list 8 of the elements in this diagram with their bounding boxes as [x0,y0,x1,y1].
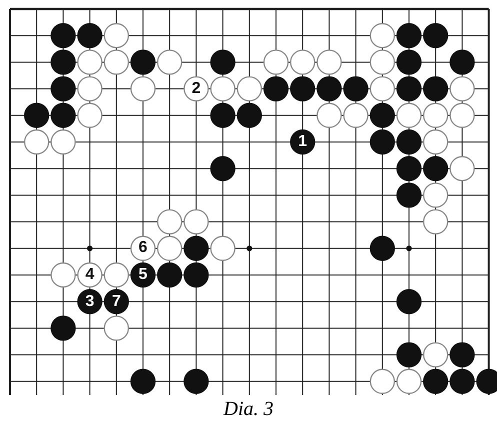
move-number: 3 [85,294,94,310]
move-number: 7 [112,294,121,310]
move-number: 4 [85,267,94,283]
move-number: 5 [138,267,148,283]
move-number: 1 [298,134,308,150]
move-number: 6 [138,240,148,256]
figure-caption: Dia. 3 [222,398,274,421]
move-number: 2 [192,80,201,97]
